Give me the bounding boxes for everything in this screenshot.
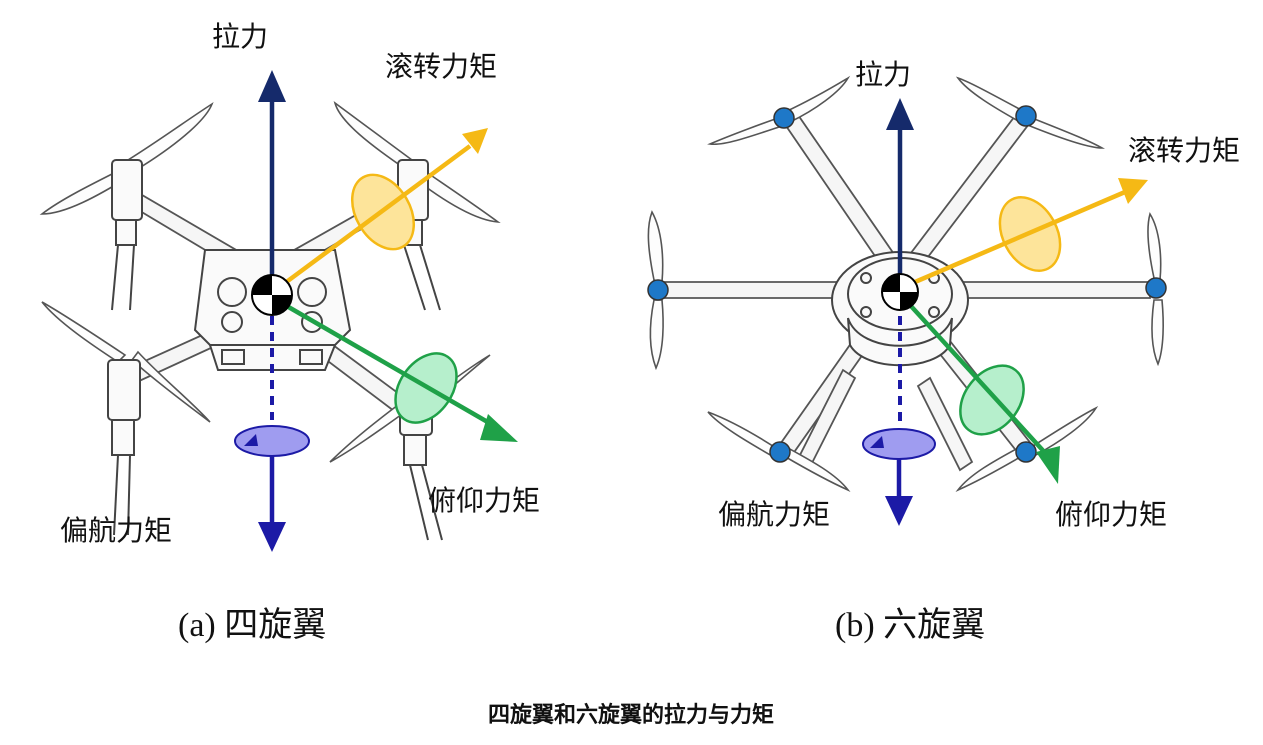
hexacopter-drawing xyxy=(647,75,1167,526)
quad-pitch-label: 俯仰力矩 xyxy=(428,484,540,517)
quadcopter-drawing xyxy=(39,70,518,552)
quad-yaw-arrow xyxy=(234,300,310,552)
hexa-propellers xyxy=(647,75,1164,492)
quad-subtitle: (a) 四旋翼 xyxy=(178,606,326,644)
quad-motors xyxy=(107,159,443,541)
hexa-yaw-arrow xyxy=(862,300,936,526)
hexa-thrust-label: 拉力 xyxy=(855,58,911,91)
hexa-pitch-label: 俯仰力矩 xyxy=(1055,498,1167,531)
hexa-center-marker xyxy=(881,273,919,311)
hexa-thrust-arrow xyxy=(886,98,914,290)
quad-roll-label: 滚转力矩 xyxy=(385,50,497,83)
hexa-motors xyxy=(647,105,1167,463)
hexa-pitch-arrow xyxy=(908,303,1060,484)
figure-caption: 四旋翼和六旋翼的拉力与力矩 xyxy=(488,702,774,728)
hexa-roll-label: 滚转力矩 xyxy=(1128,134,1240,167)
hexa-yaw-label: 偏航力矩 xyxy=(718,498,830,531)
quad-center-marker xyxy=(251,274,293,316)
quad-yaw-label: 偏航力矩 xyxy=(60,514,172,547)
hexa-roll-arrow xyxy=(914,178,1148,285)
quad-roll-arrow xyxy=(283,128,488,285)
quad-thrust-label: 拉力 xyxy=(212,20,268,53)
quad-pitch-arrow xyxy=(283,303,518,442)
quad-thrust-arrow xyxy=(258,70,286,292)
hexa-subtitle: (b) 六旋翼 xyxy=(835,606,985,644)
